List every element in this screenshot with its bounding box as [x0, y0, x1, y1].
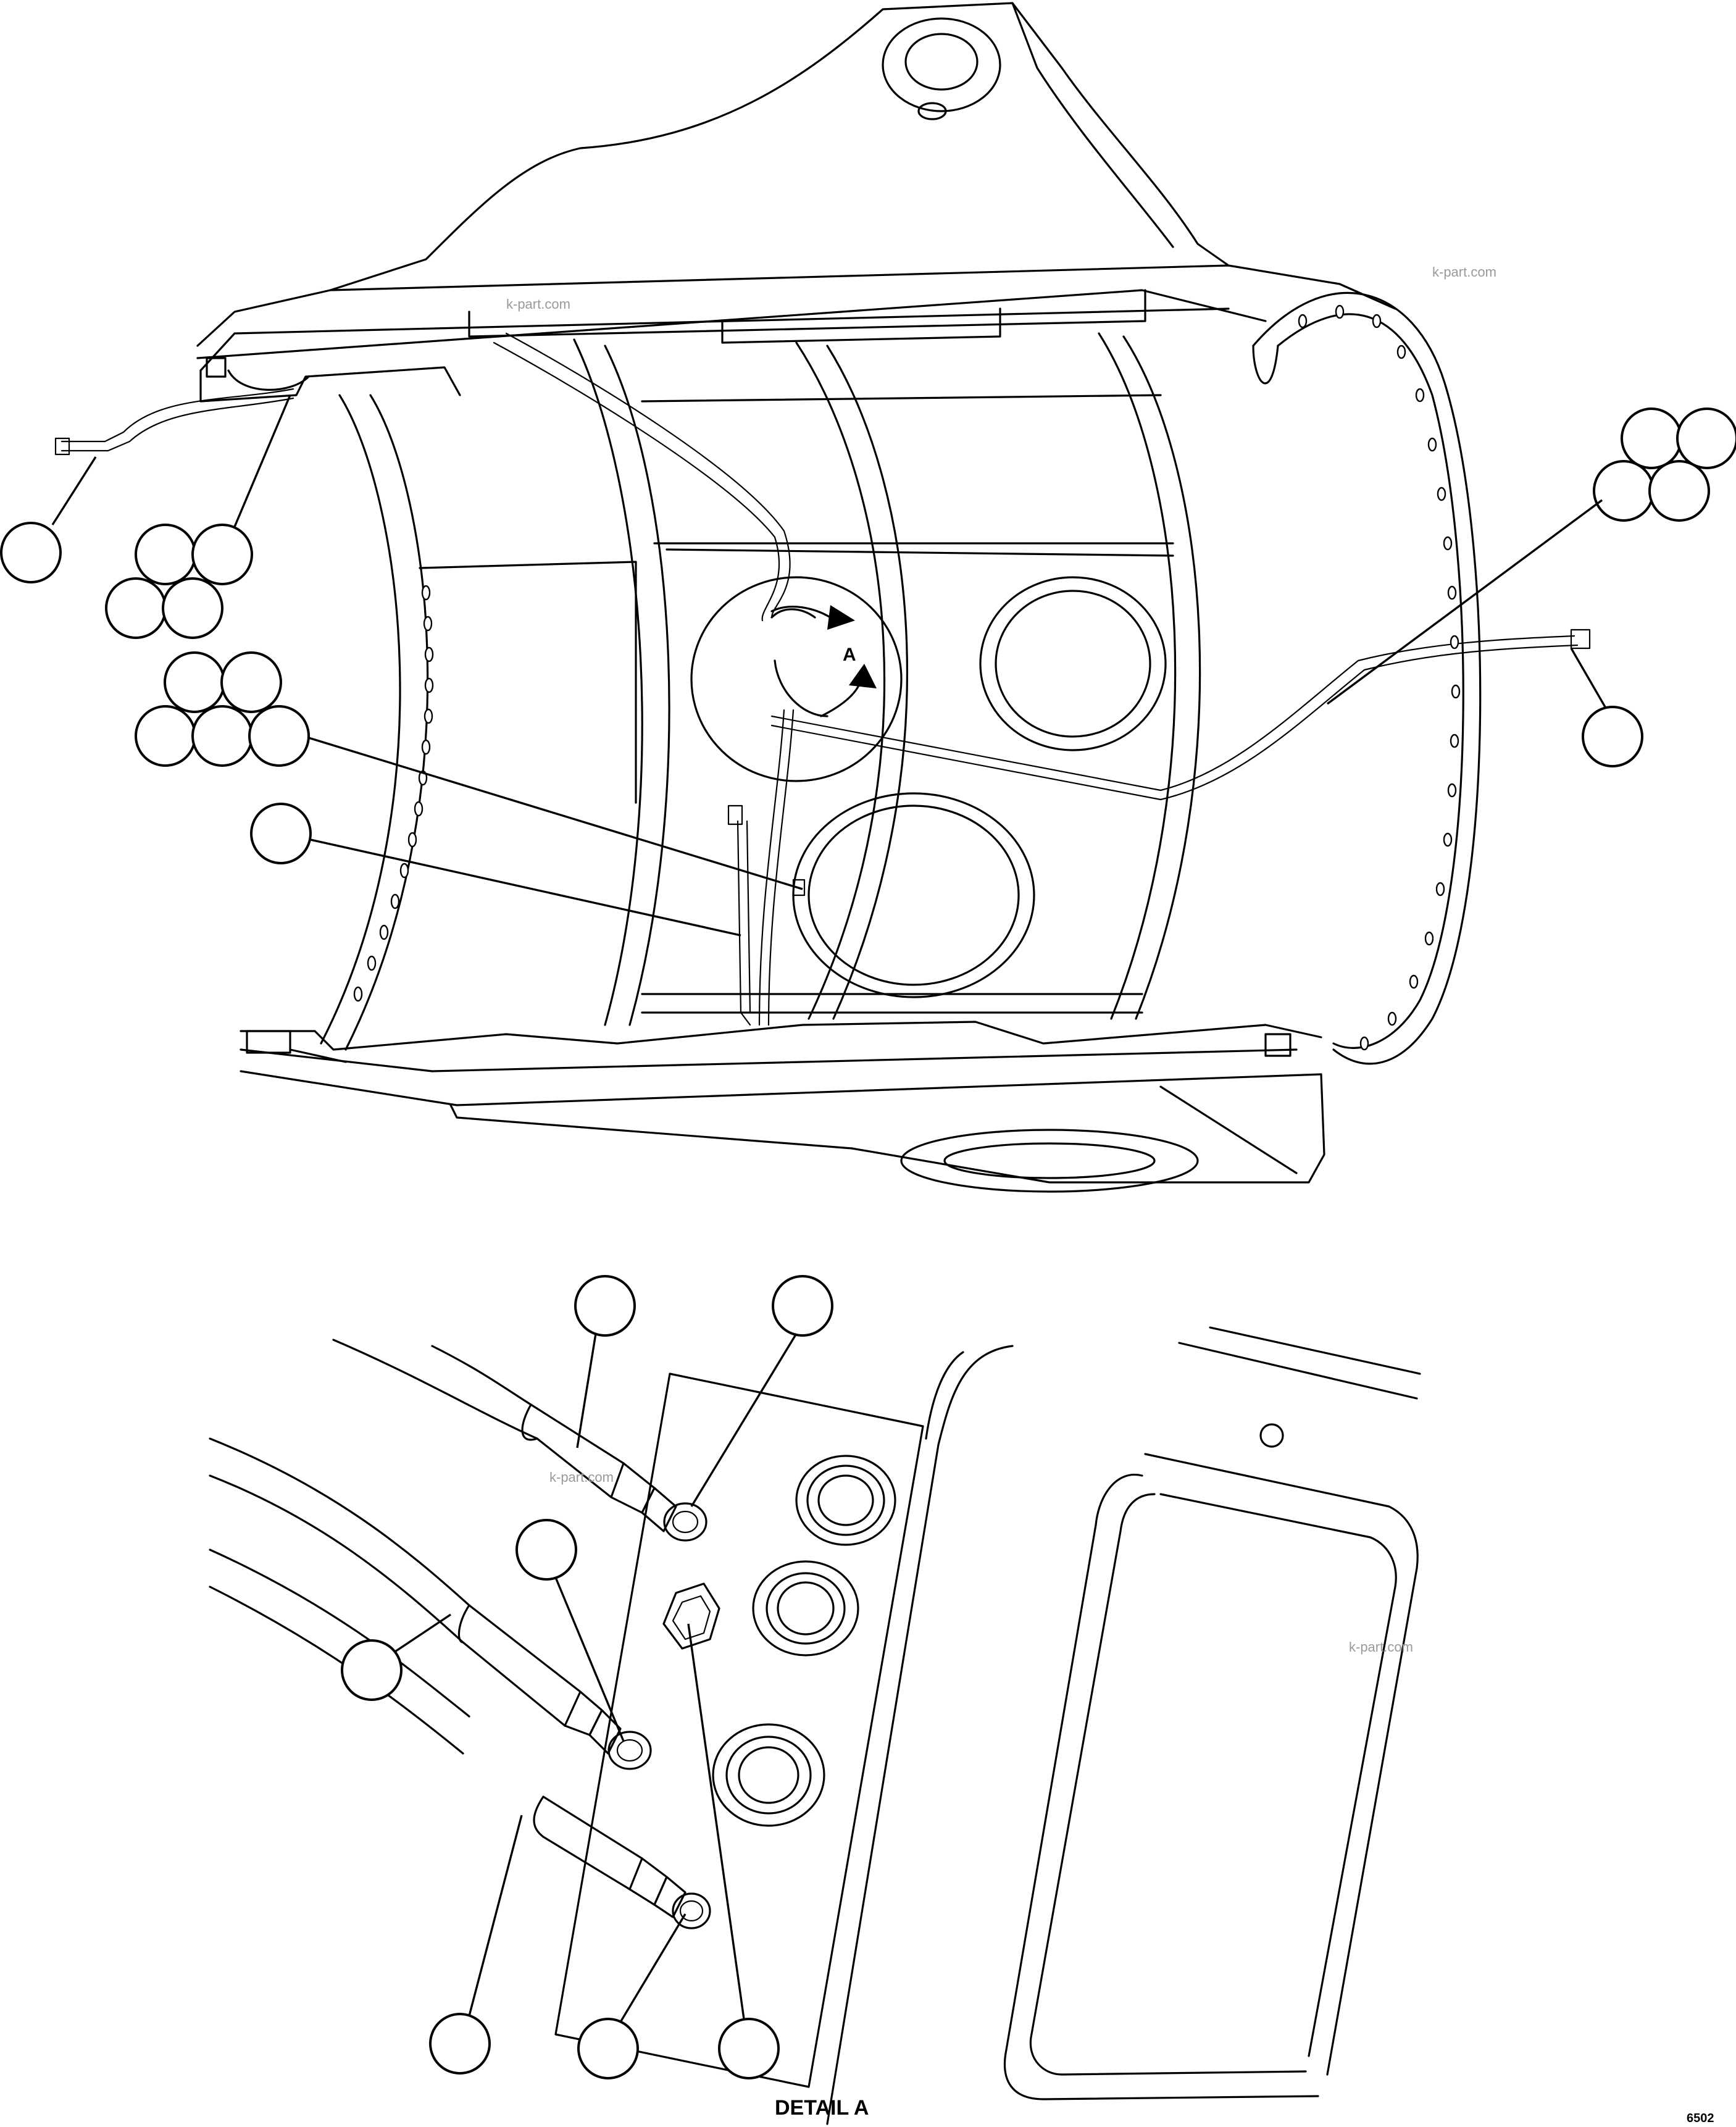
callout-balloon	[772, 1275, 833, 1337]
watermark: k-part.com	[1349, 1639, 1413, 1655]
callout-balloon	[248, 705, 310, 767]
arrow-icon	[827, 605, 855, 630]
callout-balloon	[718, 2018, 780, 2079]
callout-balloon	[341, 1639, 403, 1701]
callout-balloon	[1676, 407, 1736, 469]
callout-balloon	[1582, 706, 1643, 767]
callout-balloon	[191, 524, 253, 585]
callout-balloon	[105, 577, 167, 639]
callout-balloon	[162, 577, 223, 639]
callout-balloon	[0, 522, 62, 583]
callout-balloon	[1621, 407, 1682, 469]
callout-balloon	[577, 2018, 639, 2079]
watermark: k-part.com	[1432, 264, 1496, 280]
arrow-icon	[849, 664, 877, 688]
flange-bolt-holes	[353, 304, 1461, 1051]
callout-balloon	[250, 803, 312, 864]
watermark: k-part.com	[506, 296, 570, 312]
callout-balloon	[1648, 460, 1710, 522]
detail-a-view	[209, 1326, 1421, 2125]
callout-balloon	[429, 2013, 491, 2075]
callout-balloon	[1593, 460, 1655, 522]
callout-balloon	[164, 651, 225, 713]
upper-callouts	[0, 395, 1736, 937]
callout-balloon	[135, 524, 196, 585]
watermark: k-part.com	[549, 1469, 614, 1485]
detail-marker: A	[843, 645, 856, 665]
boom-housing-assembly: A	[54, 2, 1591, 1193]
callout-balloon	[191, 705, 253, 767]
figure-number: 6502	[1687, 2112, 1714, 2125]
callout-balloon	[135, 705, 196, 767]
callout-balloon	[515, 1519, 577, 1581]
detail-a-callouts	[341, 1275, 833, 2079]
callout-balloon	[220, 651, 282, 713]
callout-balloon	[574, 1275, 636, 1337]
detail-title: DETAIL A	[775, 2096, 869, 2120]
